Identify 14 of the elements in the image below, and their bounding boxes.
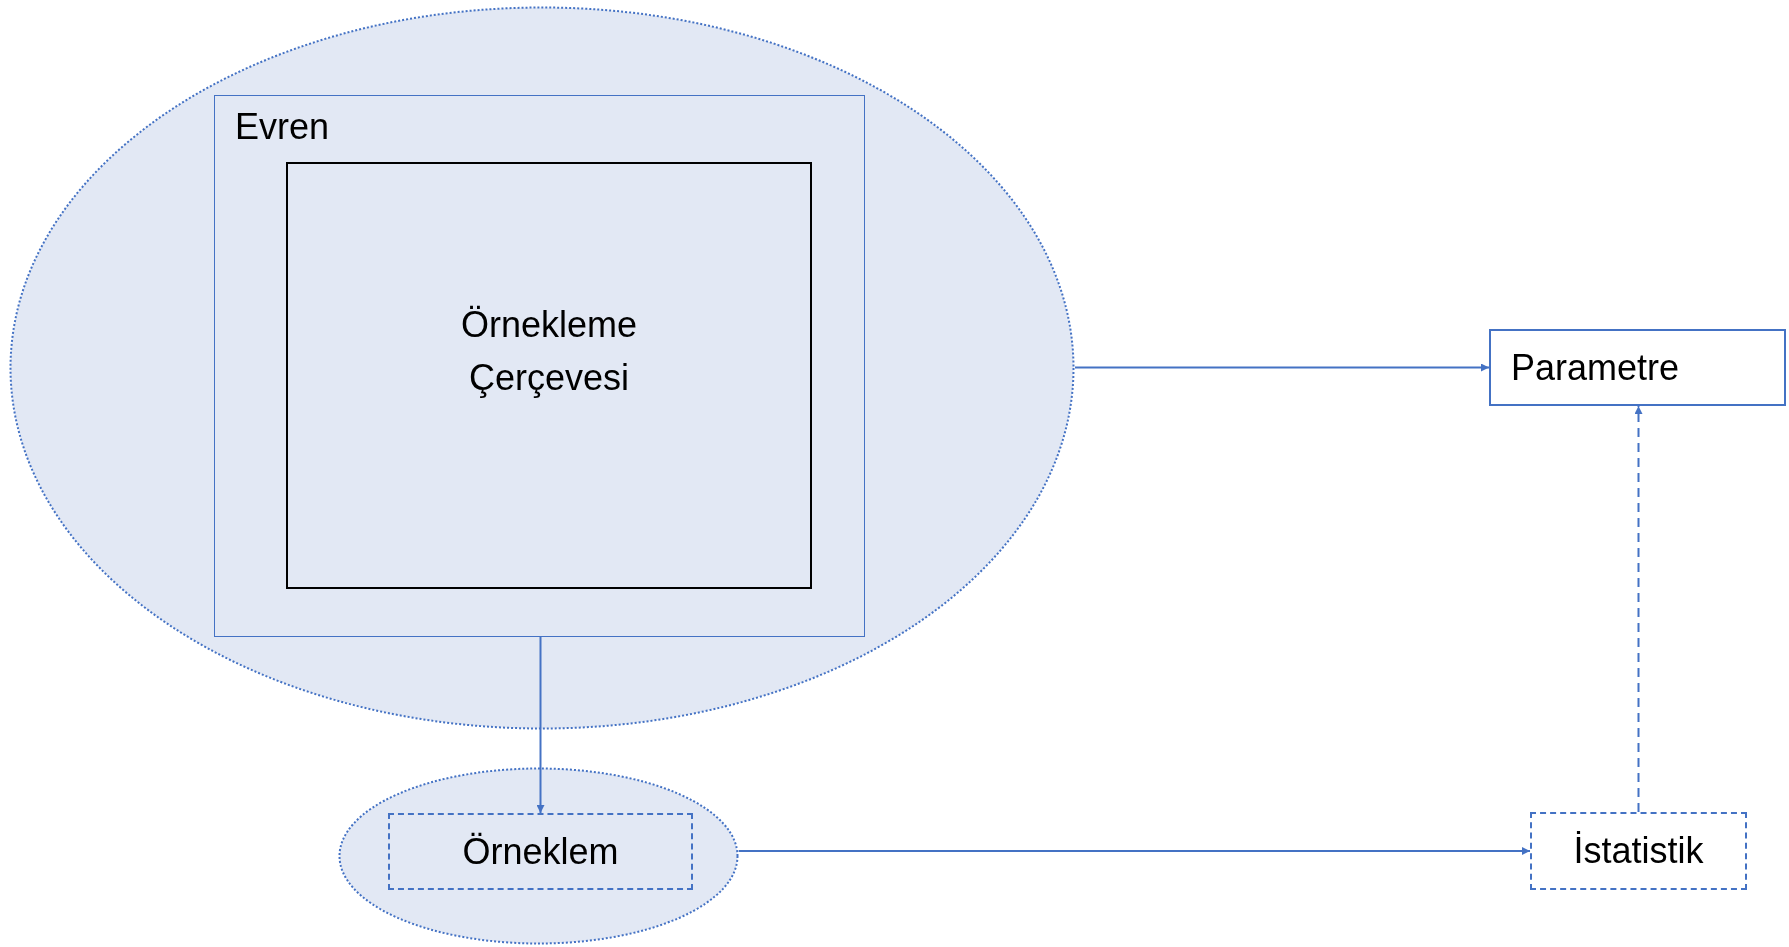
box-label: Parametre: [1511, 345, 1680, 390]
dashed-box: [388, 813, 693, 890]
arrow: [1634, 405, 1643, 813]
arrow: [737, 847, 1531, 855]
box-label: Örnekleme Çerçevesi: [459, 303, 639, 400]
arrow: [536, 636, 545, 814]
inner-box: [286, 162, 812, 589]
process-box: [1489, 329, 1786, 406]
dashed-box: [1530, 812, 1747, 890]
box-label: Örneklem: [462, 829, 619, 874]
box-label: İstatistik: [1573, 829, 1704, 873]
outer-box: [214, 95, 865, 637]
arrow: [1074, 363, 1490, 372]
box-label: Evren: [235, 105, 330, 149]
